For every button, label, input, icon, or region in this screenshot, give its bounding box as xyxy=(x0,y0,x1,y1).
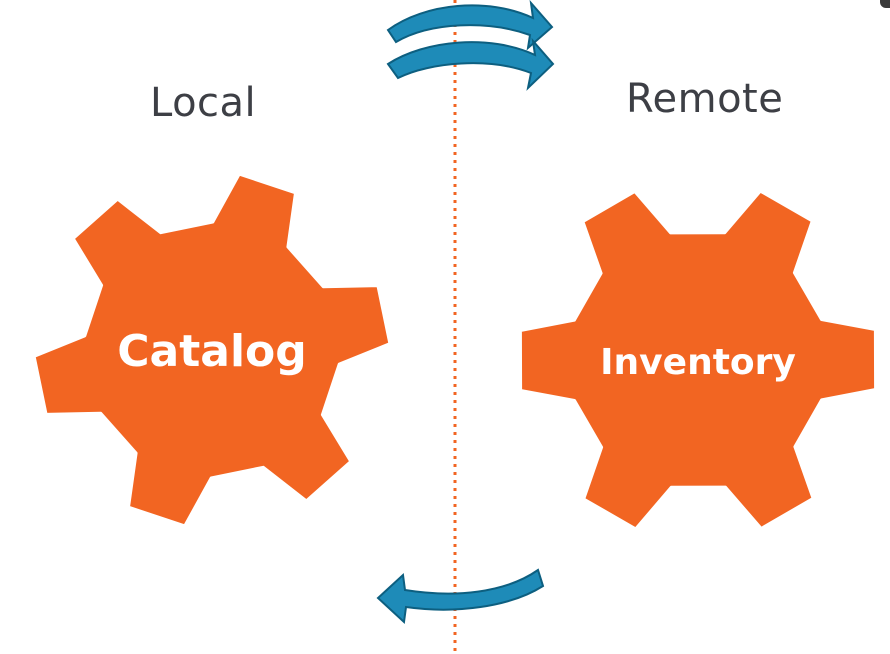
gear-catalog: Catalog xyxy=(32,172,392,528)
arrow-left-icon xyxy=(376,568,545,625)
local-label: Local xyxy=(150,80,257,126)
arrow-right-icon xyxy=(386,37,555,91)
gear-catalog-label: Catalog xyxy=(117,326,307,377)
remote-label: Remote xyxy=(626,76,784,122)
gear-inventory-label: Inventory xyxy=(600,342,796,383)
arrow-right-icon xyxy=(386,0,554,51)
gear-inventory: Inventory xyxy=(518,189,878,531)
corner-mark xyxy=(880,0,890,8)
